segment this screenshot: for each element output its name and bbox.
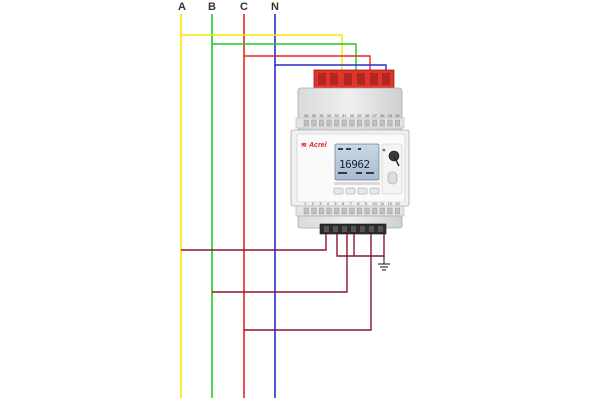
voltage-wire-n bbox=[275, 64, 387, 70]
status-led-icon bbox=[382, 148, 386, 152]
lcd-display bbox=[334, 143, 380, 181]
lower-pin bbox=[364, 207, 370, 215]
lower-pin bbox=[334, 207, 340, 215]
upper-pin-number: 28 bbox=[365, 113, 370, 118]
upper-pin bbox=[379, 119, 385, 127]
upper-pin-number: 29 bbox=[357, 113, 362, 118]
bus-label-b: B bbox=[208, 1, 216, 13]
brand-logo-mark: ≋ bbox=[301, 142, 307, 149]
current-wire-a bbox=[181, 234, 327, 251]
upper-pin bbox=[326, 119, 332, 127]
lower-pin-number: 7 bbox=[350, 201, 353, 206]
voltage-wire-b bbox=[212, 43, 357, 70]
voltage-wire-c bbox=[244, 55, 371, 70]
lower-pin bbox=[357, 207, 362, 215]
upper-pin-number: 31 bbox=[342, 113, 347, 118]
upper-pin bbox=[341, 119, 347, 127]
upper-pin bbox=[395, 119, 400, 127]
upper-pin bbox=[334, 119, 340, 127]
lower-pin bbox=[349, 207, 355, 215]
current-wire-c bbox=[244, 234, 372, 331]
upper-pin-number: 30 bbox=[350, 113, 355, 118]
lower-pin-number: 2 bbox=[312, 201, 315, 206]
upper-pin-number: 32 bbox=[334, 113, 339, 118]
common-wire bbox=[336, 234, 385, 257]
lower-pin-number: 12 bbox=[388, 201, 393, 206]
upper-pin-number: 24 bbox=[395, 113, 400, 118]
upper-pin bbox=[319, 119, 324, 127]
bus-label-n: N bbox=[271, 1, 279, 13]
lower-pin bbox=[387, 207, 393, 215]
upper-pin-number: 26 bbox=[380, 113, 385, 118]
lower-pin bbox=[379, 207, 385, 215]
lower-pin-number: 9 bbox=[365, 201, 368, 206]
upper-pin bbox=[387, 119, 393, 127]
meter-button-3[interactable] bbox=[357, 187, 368, 195]
meter-button-4[interactable] bbox=[369, 187, 380, 195]
upper-pin bbox=[311, 119, 317, 127]
lower-pin bbox=[326, 207, 332, 215]
lower-pin-number: 1 bbox=[304, 201, 307, 206]
infrared-port bbox=[387, 171, 398, 185]
meter-button-row bbox=[333, 187, 380, 195]
ground-symbol-icon bbox=[378, 256, 390, 271]
brand-name: Acrel bbox=[308, 142, 328, 149]
bus-label-a: A bbox=[178, 1, 186, 13]
lower-pin bbox=[372, 207, 378, 215]
upper-pin-number: 35 bbox=[312, 113, 317, 118]
lower-pin bbox=[395, 207, 400, 215]
upper-pin bbox=[303, 119, 309, 127]
current-wire-b bbox=[212, 234, 348, 293]
lower-pin-number: 4 bbox=[327, 201, 330, 206]
energy-meter: 7 8 11 12 13 14 363534333231302928272625… bbox=[290, 69, 410, 235]
upper-pin-number: 36 bbox=[304, 113, 309, 118]
lower-pin bbox=[303, 207, 309, 215]
upper-pin-number: 27 bbox=[372, 113, 377, 118]
upper-pin-number: 33 bbox=[327, 113, 332, 118]
lcd-reading: 16962 bbox=[339, 158, 370, 171]
upper-pin bbox=[349, 119, 355, 127]
bus-label-c: C bbox=[240, 1, 248, 13]
lower-pin-number: 5 bbox=[334, 201, 337, 206]
lower-pin-number: 11 bbox=[380, 201, 385, 206]
lower-pin bbox=[319, 207, 324, 215]
lower-pin-number: 10 bbox=[372, 201, 377, 206]
lower-pin-number: 3 bbox=[319, 201, 322, 206]
upper-pin bbox=[372, 119, 378, 127]
lower-pin-number: 8 bbox=[357, 201, 360, 206]
meter-button-1[interactable] bbox=[333, 187, 344, 195]
upper-pin-number: 34 bbox=[319, 113, 324, 118]
voltage-wire-a bbox=[181, 34, 343, 70]
lower-pin bbox=[341, 207, 347, 215]
upper-pin bbox=[357, 119, 362, 127]
meter-button-2[interactable] bbox=[345, 187, 356, 195]
top-terminal-screws bbox=[318, 73, 390, 85]
lower-pin-number: 13 bbox=[395, 201, 400, 206]
lower-pin bbox=[311, 207, 317, 215]
upper-pin bbox=[364, 119, 370, 127]
lower-pin-number: 6 bbox=[342, 201, 345, 206]
upper-pin-number: 25 bbox=[388, 113, 393, 118]
lcd-indicators bbox=[338, 148, 374, 174]
